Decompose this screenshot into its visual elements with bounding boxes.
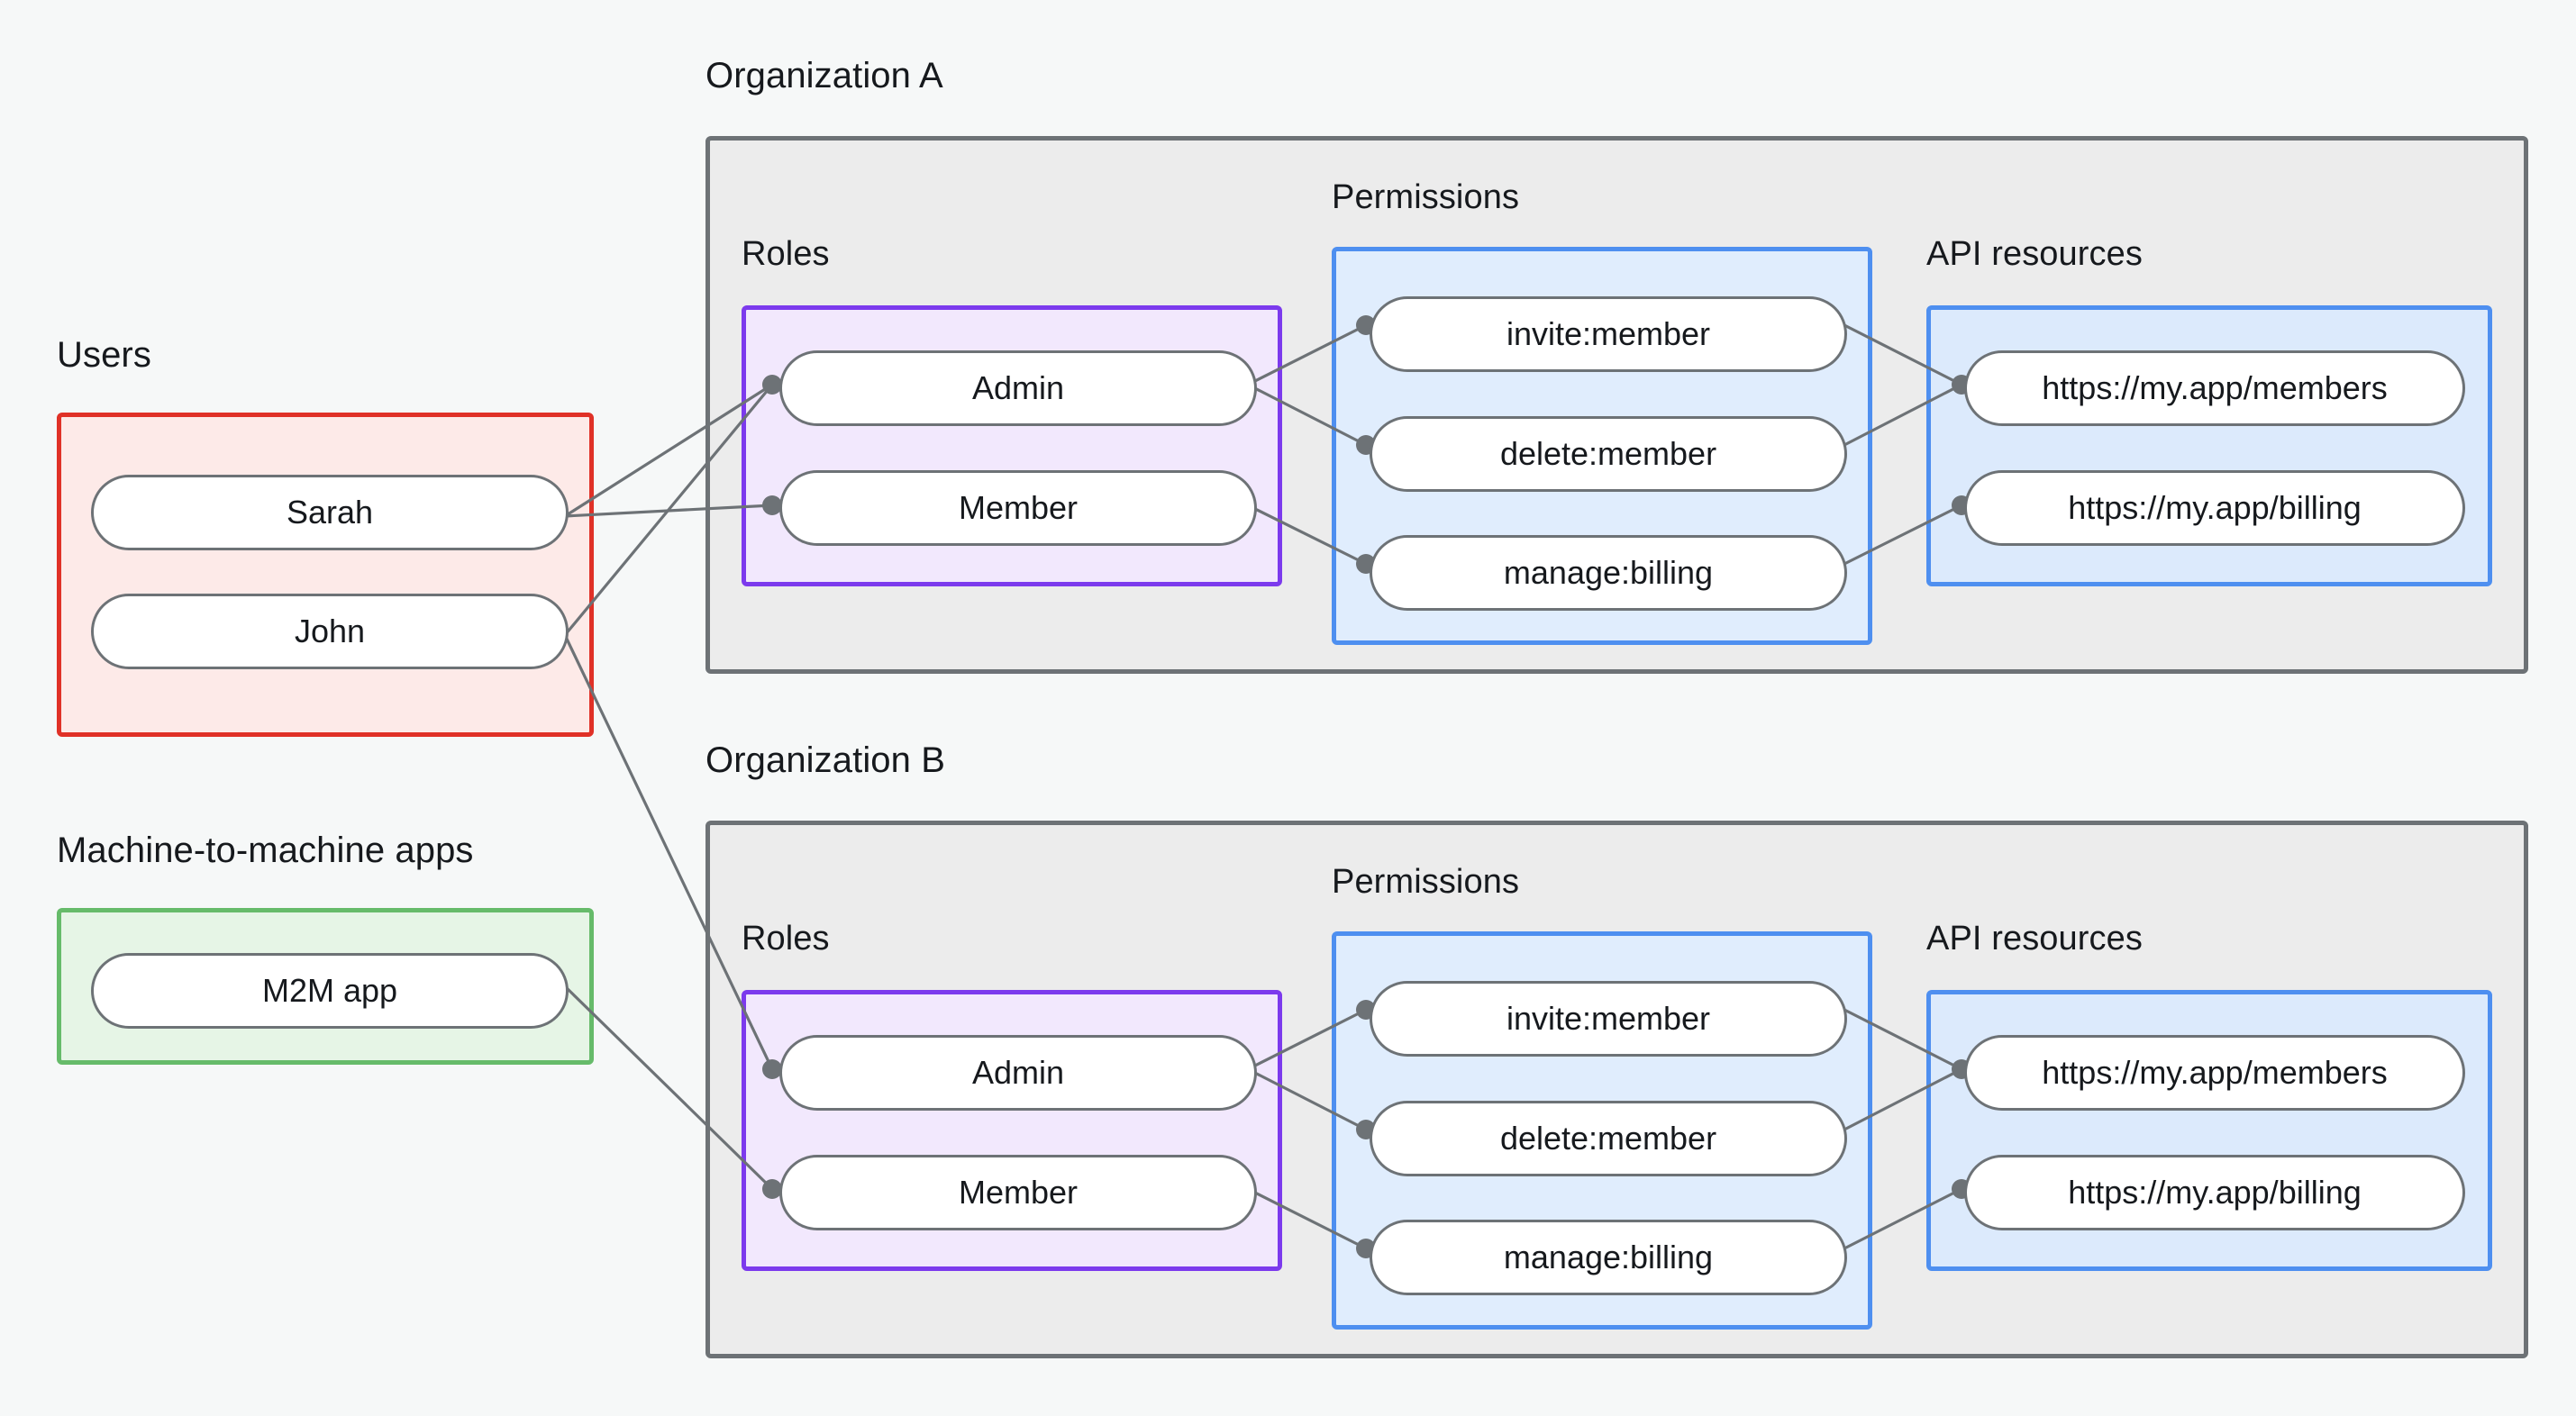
users-container: Sarah John (57, 413, 594, 737)
organization-b-container: Roles Admin Member Permissions invite:me… (705, 821, 2528, 1358)
orgB-api-resource-members[interactable]: https://my.app/members (1964, 1035, 2465, 1111)
organization-a-container: Roles Admin Member Permissions invite:me… (705, 136, 2528, 674)
users-group-label: Users (57, 335, 151, 375)
orgB-roles-container: Admin Member (742, 990, 1282, 1271)
orgB-roles-label: Roles (742, 920, 830, 958)
orgB-permissions-label: Permissions (1332, 863, 1520, 901)
orgA-permissions-container: invite:member delete:member manage:billi… (1332, 247, 1872, 645)
user-node-sarah[interactable]: Sarah (91, 475, 569, 550)
orgA-api-resources-label: API resources (1926, 235, 2143, 273)
orgB-api-resources-label: API resources (1926, 920, 2143, 958)
organization-b-label: Organization B (705, 740, 945, 780)
orgA-permission-delete-member[interactable]: delete:member (1370, 416, 1847, 492)
orgB-api-resource-billing[interactable]: https://my.app/billing (1964, 1155, 2465, 1230)
orgB-role-admin[interactable]: Admin (779, 1035, 1257, 1111)
orgA-role-member[interactable]: Member (779, 470, 1257, 546)
orgA-api-resource-billing[interactable]: https://my.app/billing (1964, 470, 2465, 546)
orgB-permission-invite-member[interactable]: invite:member (1370, 981, 1847, 1057)
m2m-group-label: Machine-to-machine apps (57, 831, 474, 870)
user-node-john[interactable]: John (91, 594, 569, 669)
orgA-api-resource-members[interactable]: https://my.app/members (1964, 350, 2465, 426)
m2m-container: M2M app (57, 908, 594, 1065)
orgB-role-member[interactable]: Member (779, 1155, 1257, 1230)
orgA-permissions-label: Permissions (1332, 178, 1520, 216)
orgA-role-admin[interactable]: Admin (779, 350, 1257, 426)
orgB-permission-delete-member[interactable]: delete:member (1370, 1101, 1847, 1176)
organization-a-label: Organization A (705, 56, 943, 95)
m2m-node-app[interactable]: M2M app (91, 953, 569, 1029)
orgB-permissions-container: invite:member delete:member manage:billi… (1332, 931, 1872, 1330)
orgA-roles-label: Roles (742, 235, 830, 273)
orgB-permission-manage-billing[interactable]: manage:billing (1370, 1220, 1847, 1295)
orgB-api-resources-container: https://my.app/members https://my.app/bi… (1926, 990, 2492, 1271)
orgA-roles-container: Admin Member (742, 305, 1282, 586)
orgA-permission-manage-billing[interactable]: manage:billing (1370, 535, 1847, 611)
orgA-api-resources-container: https://my.app/members https://my.app/bi… (1926, 305, 2492, 586)
orgA-permission-invite-member[interactable]: invite:member (1370, 296, 1847, 372)
